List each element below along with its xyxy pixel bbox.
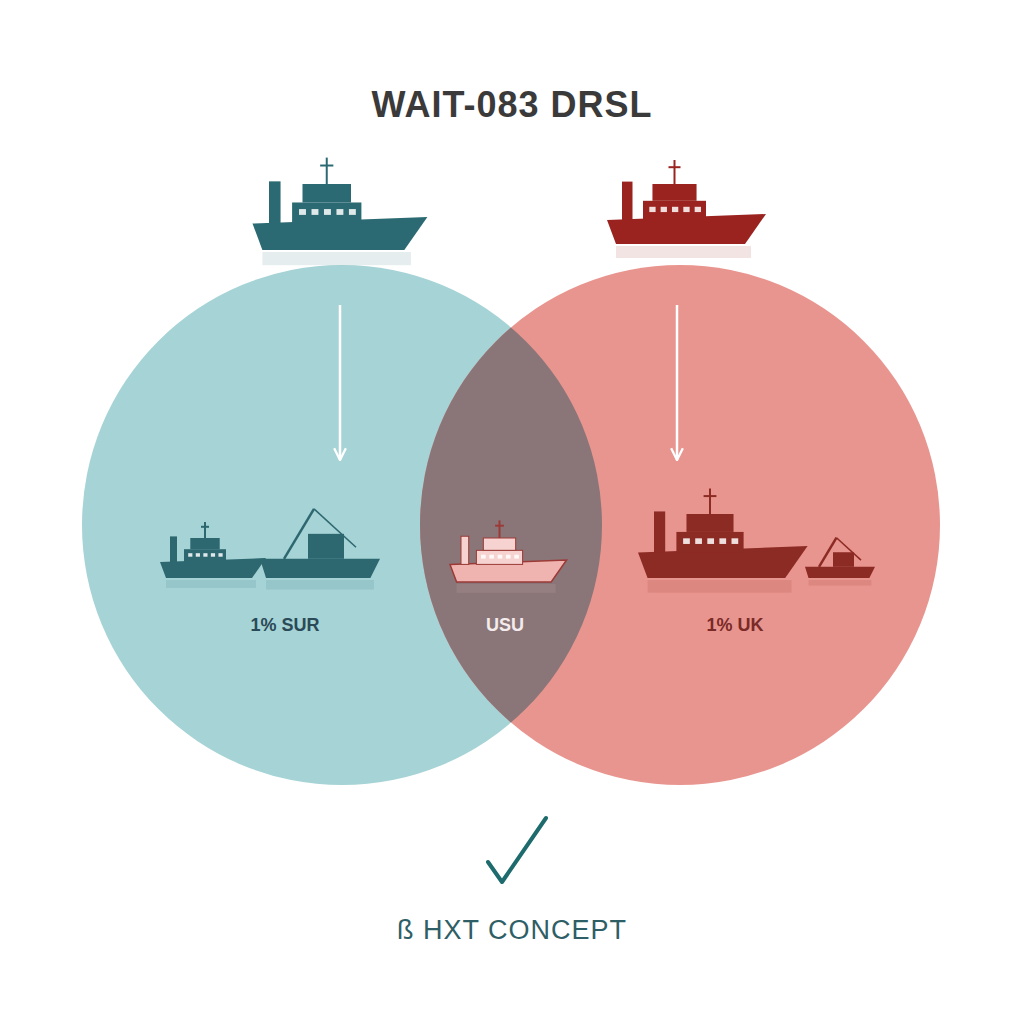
region-label: 1% SUR: [250, 615, 319, 636]
ship-icon: [253, 158, 428, 266]
flow-arrow: [676, 305, 679, 460]
ship-icon: [607, 160, 766, 258]
diagram-caption: ß HXT CONCEPT: [397, 915, 627, 946]
work-boat-icon: [260, 509, 380, 590]
work-boat-icon: [805, 538, 875, 586]
venn-circle: [420, 265, 940, 785]
overlap-label: USU: [486, 615, 524, 636]
circle-shape: [420, 265, 940, 785]
ship-icon: [638, 488, 808, 592]
region-label: 1% UK: [706, 615, 763, 636]
overlap-region: [420, 265, 940, 785]
right-circle: 1% UK: [420, 265, 940, 785]
check-mark: [488, 818, 546, 882]
ship-icon: [450, 520, 567, 592]
ship-icon: [160, 522, 266, 588]
flow-arrow: [339, 305, 342, 460]
diagram-title: WAIT-083 DRSL: [371, 84, 652, 126]
